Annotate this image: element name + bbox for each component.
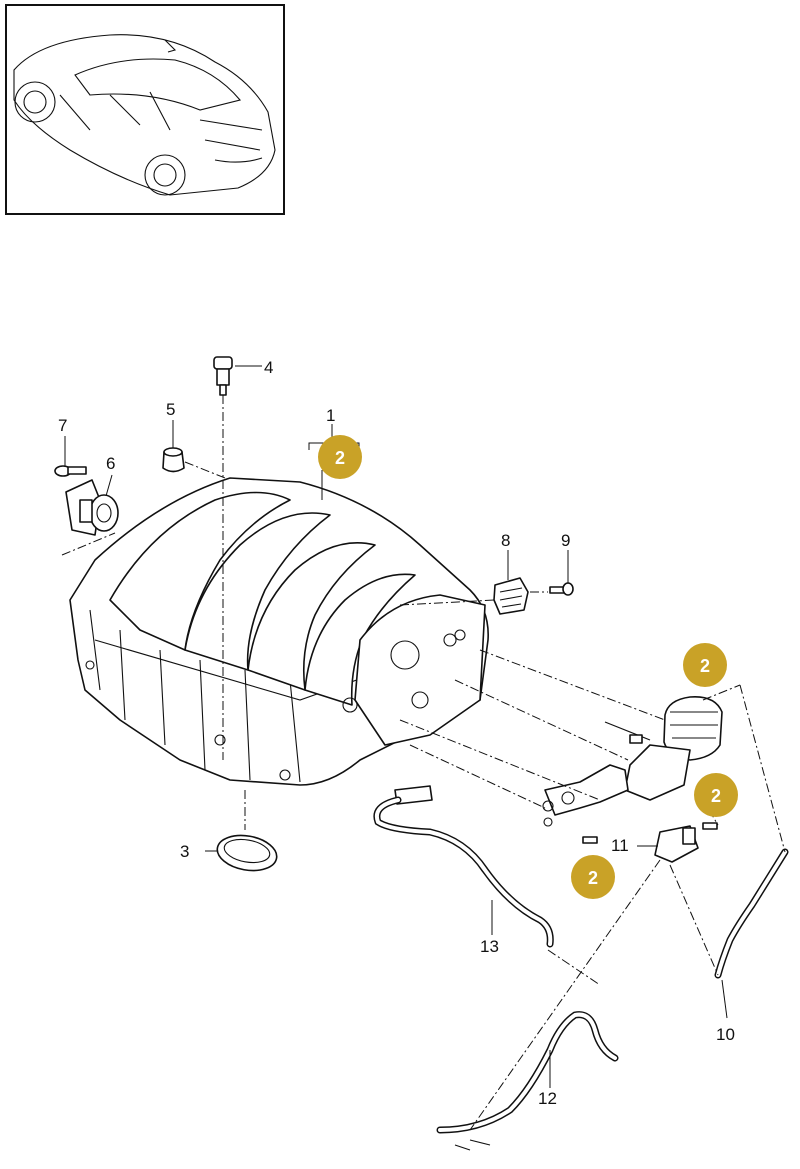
badge-2-actuator: 2 — [683, 643, 727, 687]
badge-label: 2 — [700, 656, 710, 676]
hose-13 — [373, 785, 554, 948]
callout-9: 9 — [561, 531, 570, 550]
badge-2-manifold: 2 — [318, 435, 362, 479]
badge-2-screw-bottom: 2 — [571, 855, 615, 899]
screw-9 — [549, 582, 574, 596]
callout-1: 1 — [326, 406, 335, 425]
callout-7: 7 — [58, 416, 67, 435]
callout-6: 6 — [106, 454, 115, 473]
badge-2-screw-right: 2 — [694, 773, 738, 817]
badge-label: 2 — [335, 448, 345, 468]
assembly-lines — [61, 395, 786, 1131]
valve-11 — [654, 825, 699, 863]
vehicle-thumbnail — [5, 4, 285, 215]
callout-13: 13 — [480, 937, 499, 956]
sensor-6 — [65, 479, 119, 536]
callout-5: 5 — [166, 400, 175, 419]
intake-manifold — [69, 477, 489, 786]
hose-10 — [714, 848, 789, 979]
callout-11: 11 — [611, 836, 629, 855]
badge-label: 2 — [588, 868, 598, 888]
connector-8 — [493, 577, 529, 615]
callout-12: 12 — [538, 1089, 557, 1108]
badge-label: 2 — [711, 786, 721, 806]
callout-4: 4 — [264, 358, 273, 377]
sleeve-5 — [162, 447, 185, 473]
callout-3: 3 — [180, 842, 189, 861]
callout-8: 8 — [501, 531, 510, 550]
callout-10: 10 — [716, 1025, 735, 1044]
screw-7 — [54, 465, 87, 477]
hose-12 — [436, 1011, 619, 1151]
gasket-3 — [216, 834, 278, 872]
bolt-4 — [213, 356, 233, 396]
actuator-assembly — [542, 695, 723, 844]
